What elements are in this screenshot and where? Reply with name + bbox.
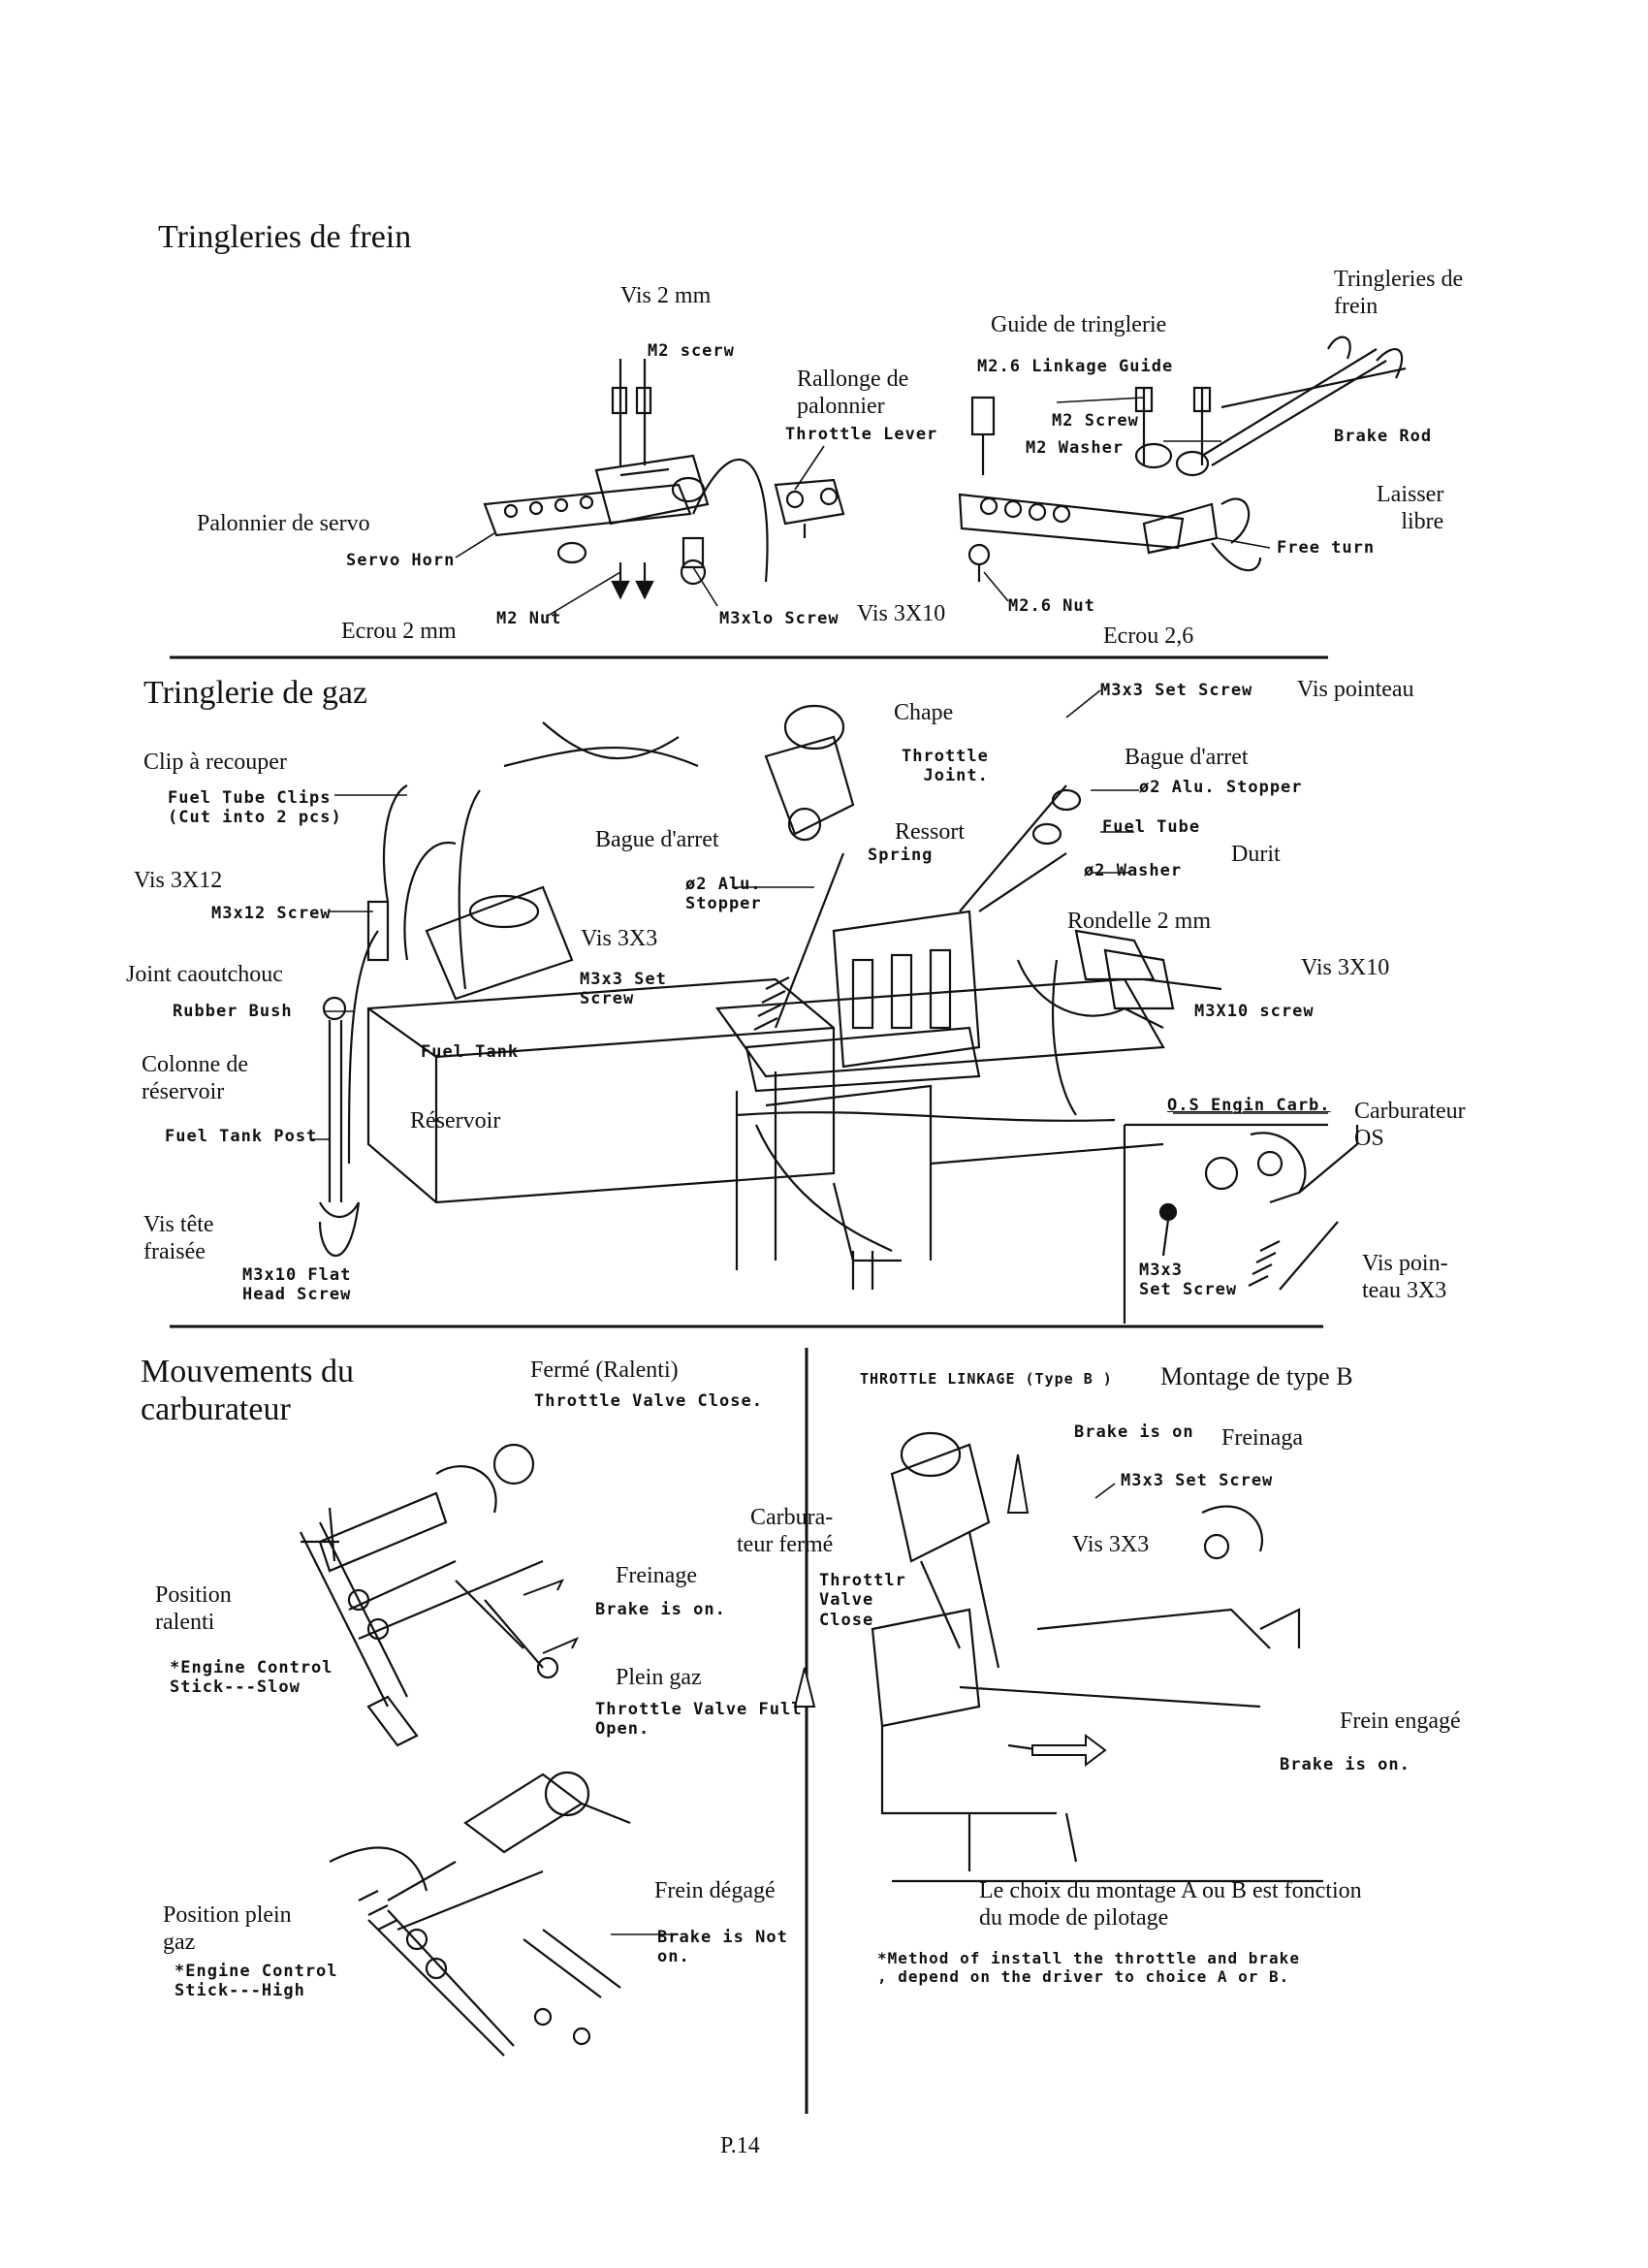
label-clip: Clip à recouper bbox=[143, 750, 287, 775]
brake-linkage-drawing bbox=[958, 335, 1407, 582]
label-alu-stopper-left: ø2 Alu. Stopper bbox=[685, 875, 762, 914]
label-freinage: Freinage bbox=[616, 1563, 697, 1588]
label-valve-close-type-b: Throttlr Valve Close bbox=[819, 1571, 906, 1630]
label-fuel-tube-clips: Fuel Tube Clips (Cut into 2 pcs) bbox=[168, 788, 342, 828]
label-m2-screw: M2 scerw bbox=[648, 341, 735, 361]
label-brake-rod: Brake Rod bbox=[1334, 427, 1433, 446]
label-vis-3x10: Vis 3X10 bbox=[857, 601, 946, 626]
label-valve-close: Throttle Valve Close. bbox=[534, 1391, 763, 1411]
label-m26-nut: M2.6 Nut bbox=[1008, 596, 1095, 616]
label-choix-montage: Le choix du montage A ou B est fonction … bbox=[979, 1878, 1362, 1931]
label-spring: Spring bbox=[868, 846, 934, 865]
label-throttle-lever: Throttle Lever bbox=[785, 425, 938, 444]
label-bague-arret-left: Bague d'arret bbox=[595, 827, 719, 852]
label-type-b-header: THROTTLE LINKAGE (Type B ) bbox=[860, 1370, 1113, 1388]
label-vis-pointeau-3x3: Vis poin- teau 3X3 bbox=[1362, 1251, 1448, 1303]
label-bague-arret-right: Bague d'arret bbox=[1125, 745, 1249, 770]
label-m3x12-screw: M3x12 Screw bbox=[211, 904, 332, 923]
brake-section-title: Tringleries de frein bbox=[158, 219, 412, 255]
label-rondelle: Rondelle 2 mm bbox=[1067, 909, 1211, 934]
label-servo-horn: Servo Horn bbox=[346, 551, 456, 570]
label-method-note: *Method of install the throttle and brak… bbox=[877, 1949, 1300, 1987]
label-vis-3x10: Vis 3X10 bbox=[1301, 955, 1390, 980]
os-carb-inset bbox=[1123, 1123, 1359, 1324]
label-rubber-bush: Rubber Bush bbox=[173, 1002, 293, 1021]
label-free-turn: Free turn bbox=[1277, 538, 1376, 558]
carb-idle-drawing bbox=[300, 1443, 559, 1747]
label-m3x3-set-left: M3x3 Set Screw bbox=[580, 970, 667, 1009]
label-m3x3-type-b: M3x3 Set Screw bbox=[1121, 1471, 1274, 1490]
carb-section-title: Mouvements du carburateur bbox=[141, 1354, 355, 1428]
label-brake-on: Brake is on. bbox=[595, 1600, 726, 1619]
label-chape: Chape bbox=[894, 700, 954, 725]
throttle-linkage-drawing bbox=[318, 704, 1222, 1290]
label-rallonge: Rallonge de palonnier bbox=[797, 367, 909, 419]
label-brake-on-type-b: Brake is on. bbox=[1280, 1755, 1410, 1774]
label-fuel-tube: Fuel Tube bbox=[1102, 817, 1201, 837]
label-freinaga: Freinaga bbox=[1221, 1425, 1303, 1451]
label-colonne: Colonne de réservoir bbox=[142, 1052, 248, 1104]
label-laisser-libre: Laisser libre bbox=[1377, 482, 1444, 534]
label-throttle-joint: Throttle Joint. bbox=[902, 747, 989, 786]
label-frein-degage: Frein dégagé bbox=[654, 1878, 776, 1903]
label-vis-3x3: Vis 3X3 bbox=[581, 926, 658, 951]
label-ferme-ralenti: Fermé (Ralenti) bbox=[530, 1358, 679, 1383]
label-joint-caoutchouc: Joint caoutchouc bbox=[126, 962, 283, 987]
label-m3x10-screw: M3xlo Screw bbox=[719, 609, 840, 628]
page-number: P.14 bbox=[720, 2133, 760, 2158]
servo-horn-drawing bbox=[483, 359, 845, 600]
label-brake-is-on: Brake is on bbox=[1074, 1422, 1194, 1442]
label-durit: Durit bbox=[1231, 842, 1281, 867]
label-vis-3x12: Vis 3X12 bbox=[134, 868, 223, 893]
label-vis-3x3-type-b: Vis 3X3 bbox=[1072, 1532, 1150, 1557]
label-plein-gaz: Plein gaz bbox=[616, 1665, 702, 1690]
label-m2-screw-2: M2 Screw bbox=[1052, 411, 1139, 431]
label-frein-engage: Frein engagé bbox=[1340, 1709, 1461, 1734]
gas-section-title: Tringlerie de gaz bbox=[143, 675, 368, 711]
label-position-plein-gaz: Position plein gaz bbox=[163, 1902, 292, 1955]
label-m3x3-set-screw-b: M3x3 Set Screw bbox=[1139, 1261, 1238, 1300]
label-valve-full-open: Throttle Valve Full Open. bbox=[595, 1700, 803, 1740]
label-vis-pointeau: Vis pointeau bbox=[1297, 677, 1414, 702]
label-stick-high: *Engine Control Stick---High bbox=[174, 1962, 338, 2001]
label-ressort: Ressort bbox=[895, 819, 965, 845]
label-tringleries-frein: Tringleries de frein bbox=[1334, 267, 1464, 319]
label-fuel-tank: Fuel Tank bbox=[421, 1042, 520, 1062]
label-vis-tete-fraisee: Vis tête fraisée bbox=[143, 1212, 214, 1264]
label-stick-slow: *Engine Control Stick---Slow bbox=[170, 1658, 333, 1698]
label-alu-stopper-right: ø2 Alu. Stopper bbox=[1139, 778, 1303, 797]
label-ecrou-26: Ecrou 2,6 bbox=[1103, 623, 1194, 649]
carb-full-drawing bbox=[329, 1771, 631, 2057]
label-carburateur-os: Carburateur OS bbox=[1354, 1099, 1466, 1151]
label-reservoir: Réservoir bbox=[410, 1108, 501, 1134]
label-palonnier: Palonnier de servo bbox=[197, 511, 370, 536]
label-montage-type-b: Montage de type B bbox=[1160, 1362, 1353, 1390]
label-flat-head-screw: M3x10 Flat Head Screw bbox=[242, 1265, 352, 1305]
label-m3x10-screw: M3X10 screw bbox=[1194, 1002, 1315, 1021]
label-m2-washer: M2 Washer bbox=[1026, 438, 1125, 458]
label-vis-2mm: Vis 2 mm bbox=[620, 283, 712, 308]
label-m3x3-set-screw: M3x3 Set Screw bbox=[1100, 681, 1253, 700]
label-carburateur-ferme: Carbura- teur fermé bbox=[737, 1505, 834, 1557]
type-b-drawing bbox=[871, 1431, 1323, 1883]
label-washer: ø2 Washer bbox=[1084, 861, 1183, 880]
label-fuel-tank-post: Fuel Tank Post bbox=[165, 1127, 318, 1146]
label-guide-tringlerie: Guide de tringlerie bbox=[991, 312, 1167, 337]
label-linkage-guide: M2.6 Linkage Guide bbox=[977, 357, 1174, 376]
label-position-ralenti: Position ralenti bbox=[155, 1582, 232, 1635]
label-ecrou-2mm: Ecrou 2 mm bbox=[341, 619, 457, 644]
label-m2-nut: M2 Nut bbox=[496, 609, 562, 628]
label-brake-not-on: Brake is Not on. bbox=[657, 1928, 788, 1967]
label-os-carb: O.S Engin Carb. bbox=[1167, 1096, 1331, 1115]
